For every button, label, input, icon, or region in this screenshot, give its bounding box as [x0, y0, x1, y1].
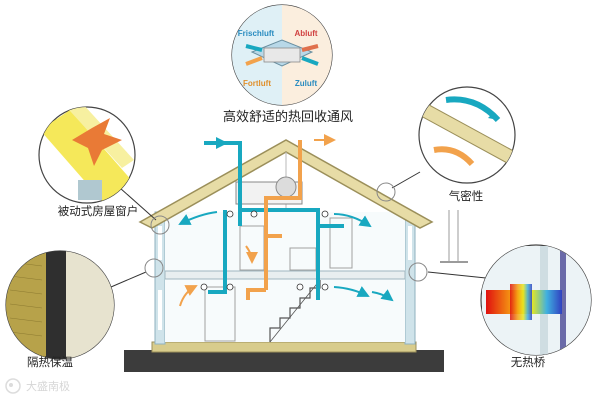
callout-airtightness: 气密性	[376, 86, 516, 203]
heat-recovery-label: 高效舒适的热回收通风	[223, 109, 353, 125]
no-thermal-bridge-label: 无热桥	[511, 355, 546, 369]
fresh-air-arrows	[178, 137, 394, 302]
fresh-air-ducts	[204, 141, 344, 300]
watermark: 大盛南极	[5, 378, 70, 394]
watermark-text: 大盛南极	[26, 379, 70, 393]
airtightness-label: 气密性	[449, 189, 484, 203]
logo-watermark-icon	[5, 378, 21, 394]
callout-passive-window: 被动式房屋窗户	[38, 106, 170, 235]
duct-valves	[200, 210, 329, 291]
foundation	[124, 341, 444, 372]
hrv-fortluft-label: Fortluft	[243, 79, 271, 88]
house-cross-section	[138, 139, 468, 345]
hrv-abluft-label: Abluft	[294, 29, 317, 38]
exhaust-air-ducts	[246, 140, 302, 300]
hrv-zuluft-label: Zuluft	[295, 79, 318, 88]
passive-window-label: 被动式房屋窗户	[58, 204, 139, 218]
callout-hrv-unit: Frischluft Abluft Fortluft Zuluft	[231, 4, 333, 106]
insulation-label: 隔热保温	[27, 355, 73, 369]
callout-no-thermal-bridge: 无热桥	[408, 244, 592, 369]
hrv-frischluft-label: Frischluft	[238, 29, 275, 38]
exhaust-air-arrows	[179, 134, 336, 307]
